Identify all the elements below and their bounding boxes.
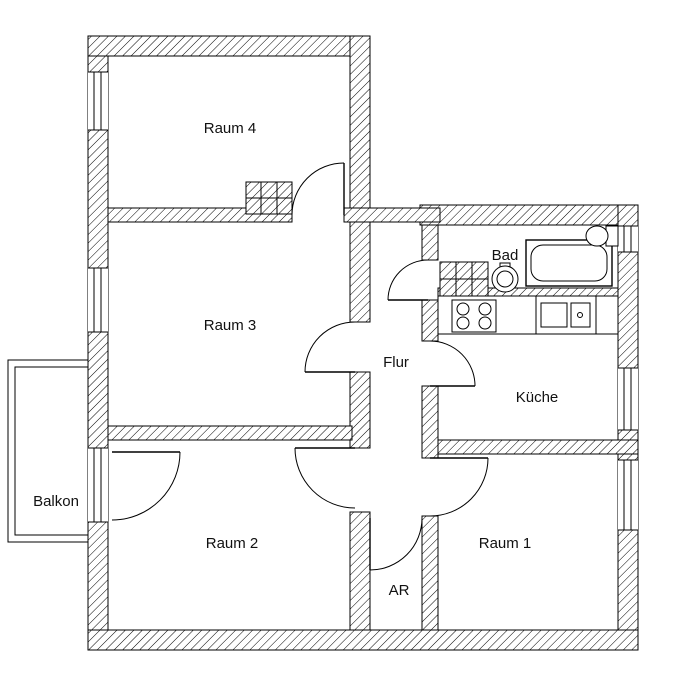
wall-mid-lower xyxy=(349,511,371,631)
room-label-bad: Bad xyxy=(492,247,519,264)
room-labels: Raum 4 Raum 3 Raum 2 Raum 1 Flur Küche B… xyxy=(33,120,558,599)
wall-mid-center xyxy=(349,371,371,449)
balcony-outline xyxy=(7,359,89,543)
washbasin-icon xyxy=(491,262,519,293)
room-label-raum4: Raum 4 xyxy=(204,120,257,137)
door-arc xyxy=(304,321,356,373)
room-label-ar: AR xyxy=(389,582,410,599)
room-label-raum1: Raum 1 xyxy=(479,535,532,552)
room-label-raum2: Raum 2 xyxy=(206,535,259,552)
room-label-balkon: Balkon xyxy=(33,493,79,510)
door-raum3 xyxy=(304,321,356,373)
wall-kueche-raum1 xyxy=(437,439,639,455)
stove-icon xyxy=(451,299,497,333)
doors xyxy=(111,162,489,571)
wall-top-right xyxy=(419,204,639,226)
windows xyxy=(88,71,638,531)
raum4-window xyxy=(88,71,108,131)
raum1-window xyxy=(618,459,638,531)
wall-corridor-3 xyxy=(421,385,439,459)
wall-bottom xyxy=(87,629,639,651)
door-arc xyxy=(429,340,476,387)
kueche-window xyxy=(618,367,638,431)
door-arc xyxy=(294,447,356,509)
door-balkon xyxy=(111,451,181,521)
wall-raum3-raum2 xyxy=(107,425,353,441)
wall-mid-upper xyxy=(349,35,371,323)
door-arc xyxy=(387,259,429,301)
toilet-icon xyxy=(585,225,619,247)
chimney-raum4 xyxy=(245,181,293,215)
door-raum1 xyxy=(429,457,489,517)
wall-corridor-4 xyxy=(421,515,439,631)
wall-top-left xyxy=(87,35,371,57)
bad-window xyxy=(618,225,638,253)
wall-raum4-right xyxy=(343,207,441,223)
door-raum2 xyxy=(294,447,356,509)
sink-icon xyxy=(540,302,591,328)
door-ar xyxy=(369,517,423,571)
door-kueche xyxy=(429,340,476,387)
room-label-raum3: Raum 3 xyxy=(204,317,257,334)
raum3-window xyxy=(88,267,108,333)
door-arc xyxy=(429,457,489,517)
bathtub-icon xyxy=(525,239,613,287)
door-bad xyxy=(387,259,429,301)
chimney-bad xyxy=(439,261,489,297)
room-label-kueche: Küche xyxy=(516,389,559,406)
balkon-door-window xyxy=(88,447,108,523)
door-arc xyxy=(369,517,423,571)
room-label-flur: Flur xyxy=(383,354,409,371)
door-raum4 xyxy=(291,162,345,216)
wall-corridor-2 xyxy=(421,299,439,342)
wall-corridor-1 xyxy=(421,224,439,261)
balcony-outer xyxy=(7,359,89,543)
door-arc xyxy=(111,451,181,521)
door-arc xyxy=(291,162,345,216)
